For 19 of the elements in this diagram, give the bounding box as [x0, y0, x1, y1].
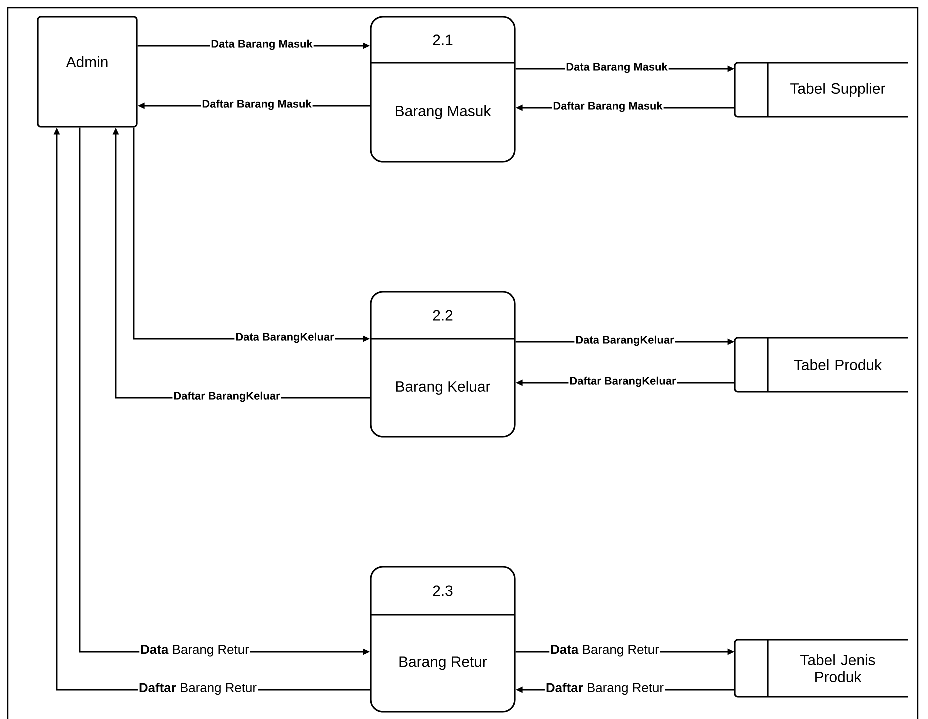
edge-label: Data Barang Retur [550, 645, 660, 657]
data-store: Tabel Produk [734, 337, 908, 393]
edge-label: Data BarangKeluar [574, 336, 676, 346]
edge-label: Daftar Barang Retur [138, 682, 258, 696]
process-box: 2.3 Barang Retur [370, 566, 516, 713]
edge-label: Daftar Barang Masuk [201, 100, 313, 110]
edge-label: Data Barang Masuk [210, 40, 314, 50]
edge-label: Daftar Barang Masuk [552, 102, 664, 112]
entity-box: Admin [37, 16, 138, 128]
edge-label: Daftar Barang Retur [544, 682, 666, 696]
edge-label: Data Barang Masuk [565, 62, 669, 74]
edge-label: Data BarangKeluar [234, 332, 336, 344]
process-box: 2.1 Barang Masuk [370, 16, 516, 163]
edge-label: Daftar BarangKeluar [568, 376, 678, 388]
edge-label: Daftar BarangKeluar [172, 392, 282, 402]
edge-label: Data Barang Retur [140, 645, 250, 657]
process-box: 2.2 Barang Keluar [370, 291, 516, 438]
data-store: Tabel Jenis Produk [734, 639, 908, 698]
data-store: Tabel Supplier [734, 62, 908, 118]
